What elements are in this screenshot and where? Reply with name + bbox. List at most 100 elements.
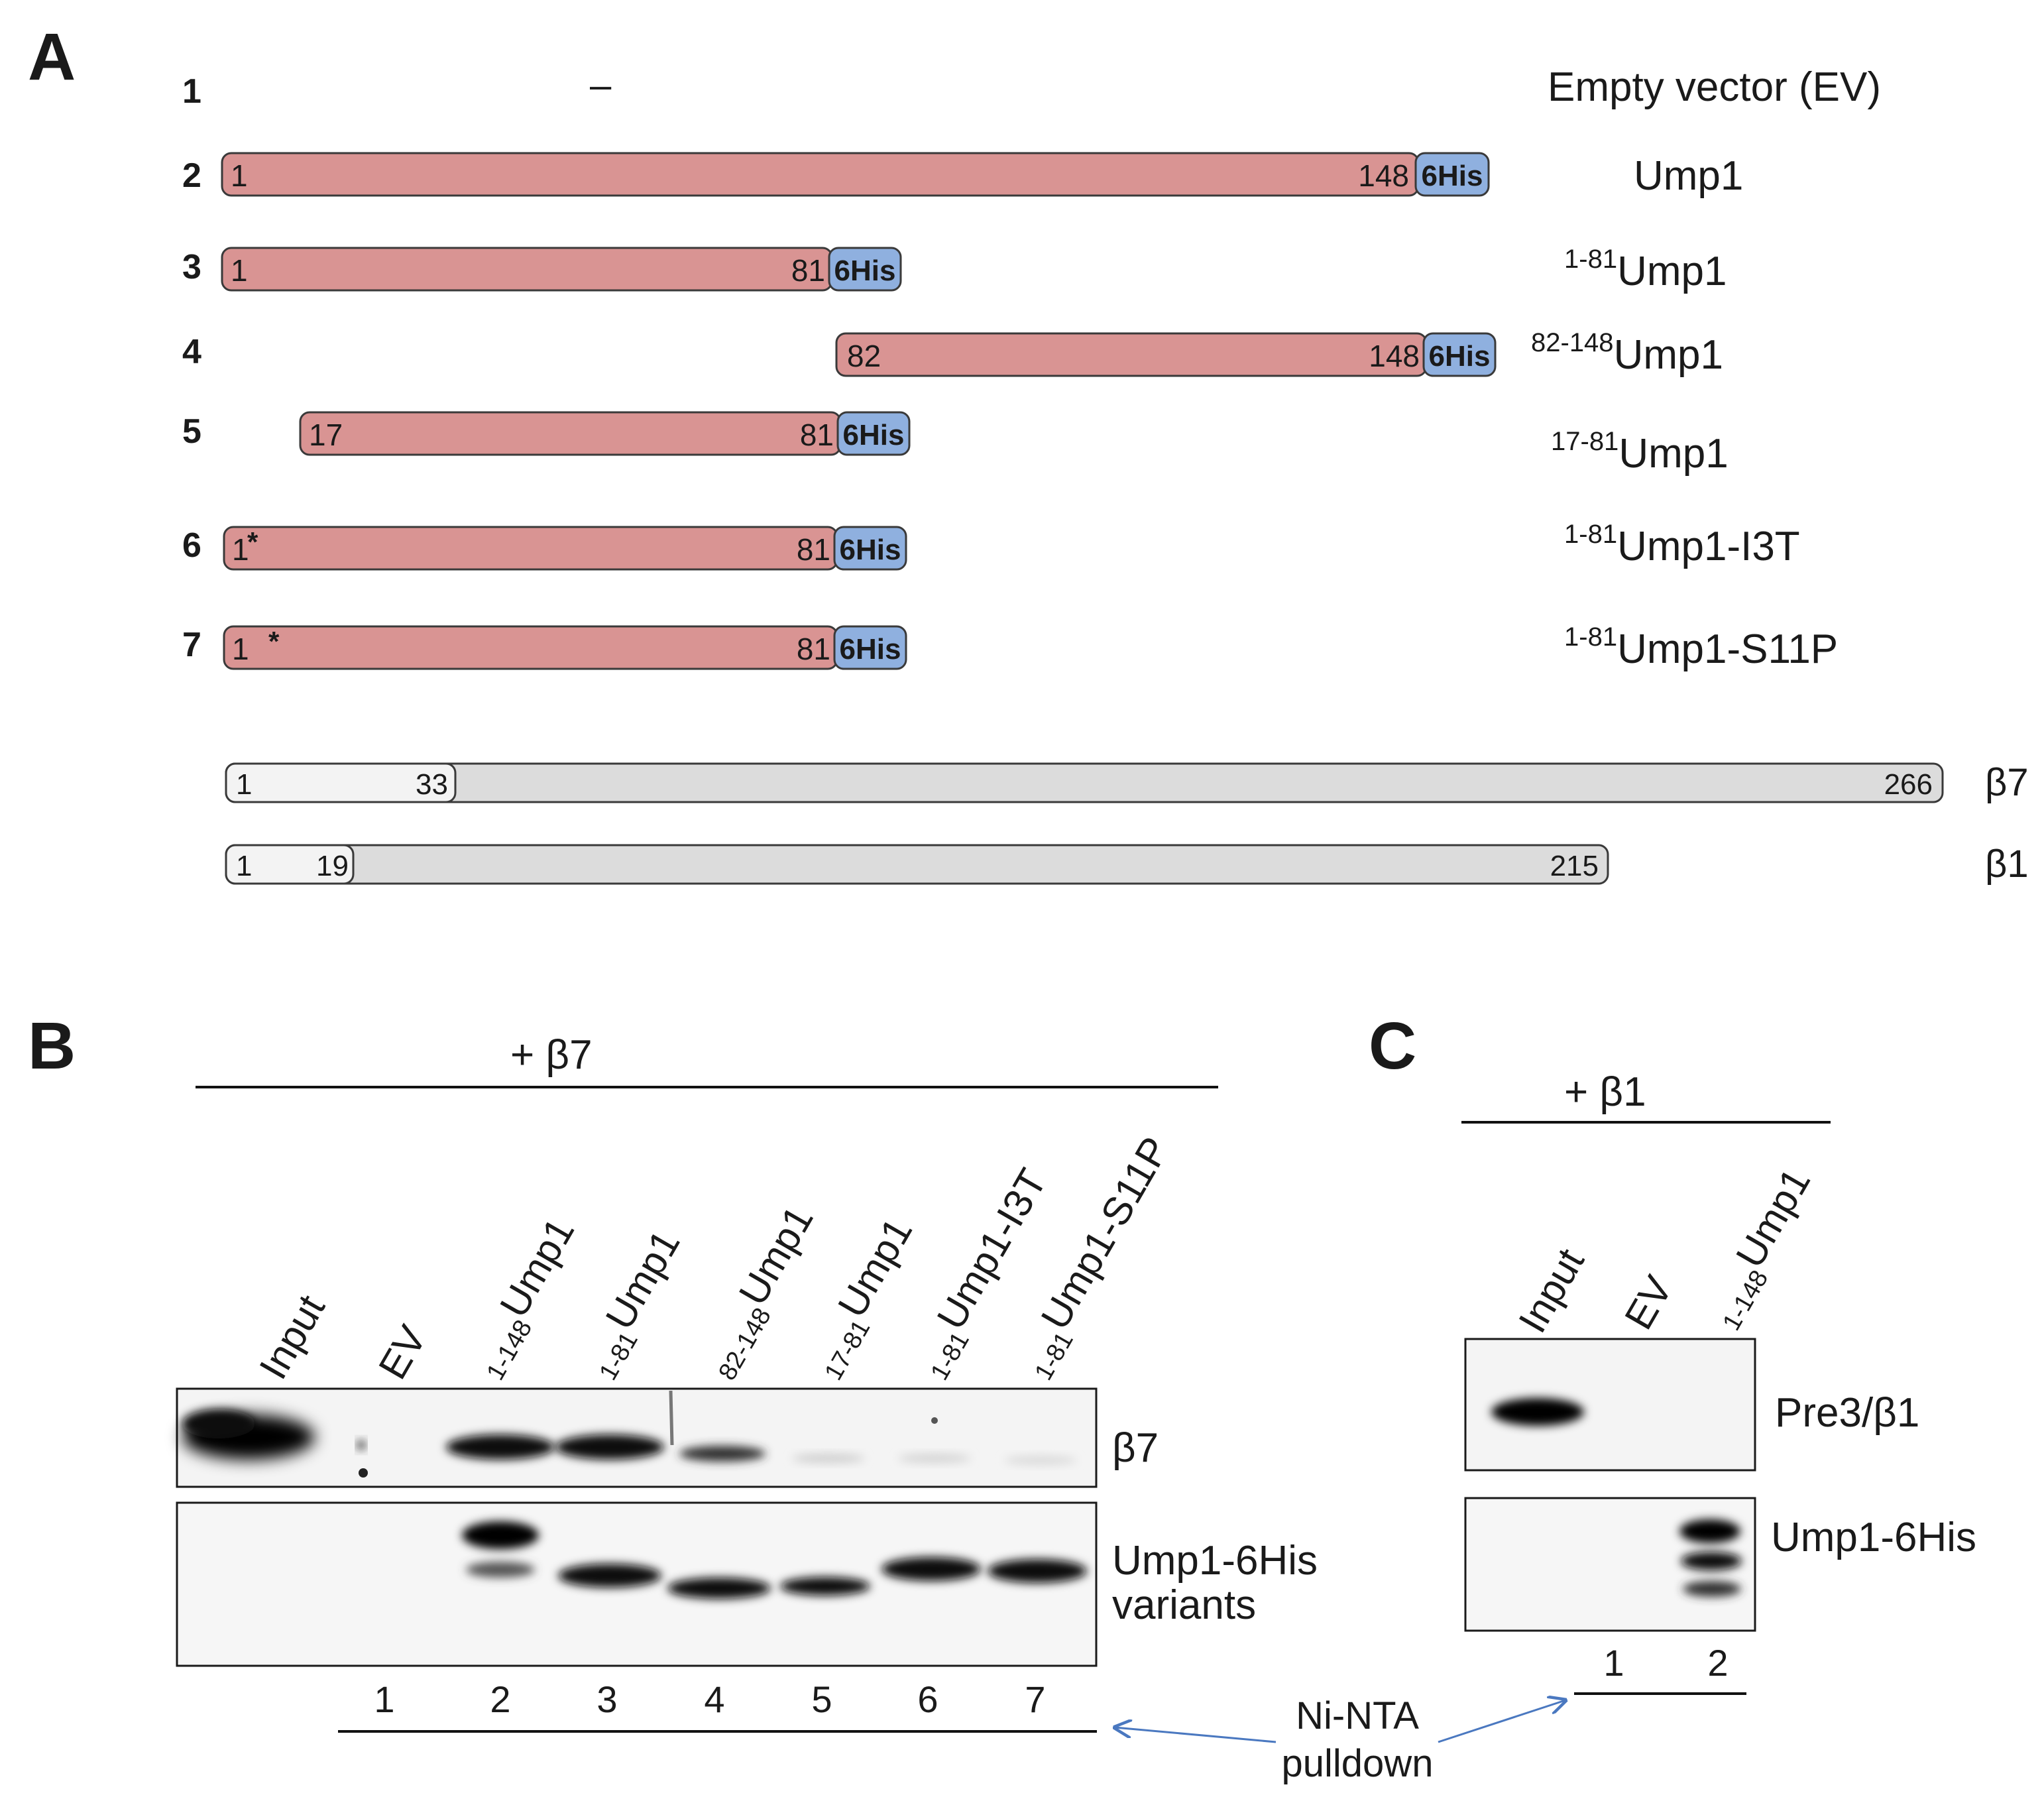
pulldown-label-line1: Ni-NTA bbox=[1296, 1694, 1419, 1737]
beta1-propeptide bbox=[225, 844, 355, 885]
panel-c-label: C bbox=[1369, 1009, 1416, 1083]
band bbox=[667, 1578, 771, 1599]
propeptide-end-residue: 33 bbox=[416, 768, 448, 801]
his-tag-label: 6His bbox=[834, 255, 896, 287]
construct-name: Ump1 bbox=[1618, 431, 1728, 477]
lane-number: 1 bbox=[1603, 1642, 1624, 1684]
empty-vector-dash: – bbox=[590, 64, 612, 107]
his-tag-label: 6His bbox=[1422, 160, 1483, 192]
band bbox=[1683, 1581, 1741, 1597]
construct-names: Empty vector (EV) Ump1 1-81Ump1 82-148Um… bbox=[1531, 64, 1881, 672]
lane-superscript: 1-148 bbox=[1717, 1265, 1774, 1335]
beta7-bar bbox=[225, 762, 1944, 803]
his-tag-box bbox=[828, 247, 902, 292]
his-tag-label: 6His bbox=[843, 419, 905, 451]
ump1-bar bbox=[299, 411, 842, 456]
panel-b-lane-labels: Input EV 1-148Ump1 1-81Ump1 82-148Ump1 1… bbox=[251, 1130, 1178, 1387]
blot-speck bbox=[931, 1417, 938, 1424]
construct-superscript: 1-81 bbox=[1564, 520, 1617, 549]
lane-label: Ump1 bbox=[491, 1210, 583, 1324]
band bbox=[462, 1521, 539, 1549]
band bbox=[898, 1454, 971, 1463]
panel-b-lane-numbers: 1 2 3 4 5 6 7 bbox=[374, 1678, 1045, 1720]
construct-name: Ump1 bbox=[1634, 153, 1743, 199]
lane-label: Ump1-S11P bbox=[1033, 1130, 1178, 1337]
blot-label-pre3: Pre3/β1 bbox=[1775, 1390, 1919, 1436]
bar-end-residue: 266 bbox=[1884, 768, 1933, 801]
lane-label: Ump1 bbox=[597, 1223, 689, 1337]
blot-b-ump1 bbox=[176, 1501, 1098, 1667]
construct-superscript: 82-148 bbox=[1531, 328, 1614, 357]
bar-end-residue: 148 bbox=[1358, 158, 1409, 193]
band bbox=[780, 1577, 870, 1596]
blot-b-beta7 bbox=[176, 1387, 1098, 1488]
panel-a-label: A bbox=[28, 20, 76, 94]
arrow-to-panel-c bbox=[1438, 1700, 1565, 1743]
ump1-bar bbox=[835, 332, 1428, 377]
construct-name: Ump1 bbox=[1614, 332, 1723, 378]
beta1-label: β1 bbox=[1985, 843, 2029, 886]
his-tag-box bbox=[836, 411, 911, 456]
blot-label-ump1: Ump1-6His bbox=[1112, 1538, 1318, 1584]
bar-start-residue: 1 bbox=[232, 632, 249, 666]
blot-c-pre3 bbox=[1464, 1338, 1756, 1472]
row-number: 1 bbox=[182, 72, 201, 111]
band bbox=[1681, 1552, 1742, 1570]
svg-text:1-81Ump1: 1-81Ump1 bbox=[1564, 245, 1727, 294]
bar-start-residue: 1 bbox=[231, 253, 248, 288]
bar-end-residue: 81 bbox=[797, 532, 830, 567]
svg-text:1-81Ump1-I3T: 1-81Ump1-I3T bbox=[1564, 520, 1800, 569]
panel-c-lane-labels: Input EV 1-148Ump1 bbox=[1510, 1161, 1819, 1340]
lane-number: 1 bbox=[374, 1678, 394, 1720]
lane-number: 7 bbox=[1025, 1678, 1045, 1720]
bar-end-residue: 81 bbox=[797, 632, 830, 666]
svg-text:1-81Ump1: 1-81Ump1 bbox=[572, 1223, 697, 1385]
his-tag-label: 6His bbox=[840, 633, 901, 666]
band bbox=[679, 1446, 766, 1462]
construct-name: Ump1-I3T bbox=[1617, 524, 1800, 569]
construct-superscript: 17-81 bbox=[1551, 427, 1618, 456]
lane-superscript: 82-148 bbox=[713, 1303, 777, 1385]
svg-text:17-81Ump1: 17-81Ump1 bbox=[797, 1210, 929, 1385]
construct-superscript: 1-81 bbox=[1564, 622, 1617, 652]
bar-end-residue: 148 bbox=[1369, 339, 1420, 373]
lane-number: 5 bbox=[811, 1678, 832, 1720]
ump1-bar bbox=[221, 152, 1420, 197]
bar-start-residue: 1 bbox=[231, 158, 248, 193]
bar-start-residue: 1 bbox=[236, 850, 252, 882]
lane-superscript: 1-148 bbox=[481, 1315, 538, 1385]
blot-label-ump1-line2: variants bbox=[1112, 1582, 1256, 1628]
band bbox=[1679, 1519, 1740, 1543]
ump1-bar bbox=[223, 526, 838, 571]
lane-superscript: 1-81 bbox=[594, 1328, 643, 1385]
lane-superscript: 1-81 bbox=[1029, 1328, 1078, 1385]
beta7-propeptide bbox=[225, 762, 457, 803]
lane-label: Input bbox=[1510, 1241, 1593, 1340]
row-number: 5 bbox=[182, 412, 201, 451]
ump1-bar bbox=[221, 247, 833, 292]
band bbox=[182, 1409, 255, 1438]
beta7-label: β7 bbox=[1985, 761, 2029, 804]
lane-superscript: 17-81 bbox=[819, 1315, 876, 1385]
beta-subunit-bars: 1 33 266 β7 1 19 215 β1 bbox=[225, 761, 2029, 886]
row-number: 6 bbox=[182, 526, 201, 565]
svg-text:1-81Ump1-I3T: 1-81Ump1-I3T bbox=[903, 1161, 1064, 1385]
row-number: 3 bbox=[182, 248, 201, 286]
band bbox=[466, 1562, 535, 1578]
lane-number: 4 bbox=[704, 1678, 724, 1720]
blot-scratch bbox=[669, 1390, 674, 1446]
lane-number: 2 bbox=[490, 1678, 510, 1720]
band bbox=[988, 1559, 1087, 1583]
row-numbers: 1 2 3 4 5 6 7 bbox=[182, 72, 201, 664]
bar-start-residue: 17 bbox=[309, 418, 343, 452]
lane-label: EV bbox=[370, 1318, 435, 1387]
band bbox=[558, 1564, 661, 1588]
band bbox=[1491, 1398, 1584, 1426]
row-number: 2 bbox=[182, 156, 201, 195]
propeptide-end-residue: 19 bbox=[316, 850, 349, 882]
band bbox=[446, 1434, 555, 1460]
svg-text:1-81Ump1-S11P: 1-81Ump1-S11P bbox=[1564, 622, 1838, 672]
mutation-asterisk: * bbox=[268, 626, 280, 657]
svg-text:17-81Ump1: 17-81Ump1 bbox=[1551, 427, 1729, 477]
